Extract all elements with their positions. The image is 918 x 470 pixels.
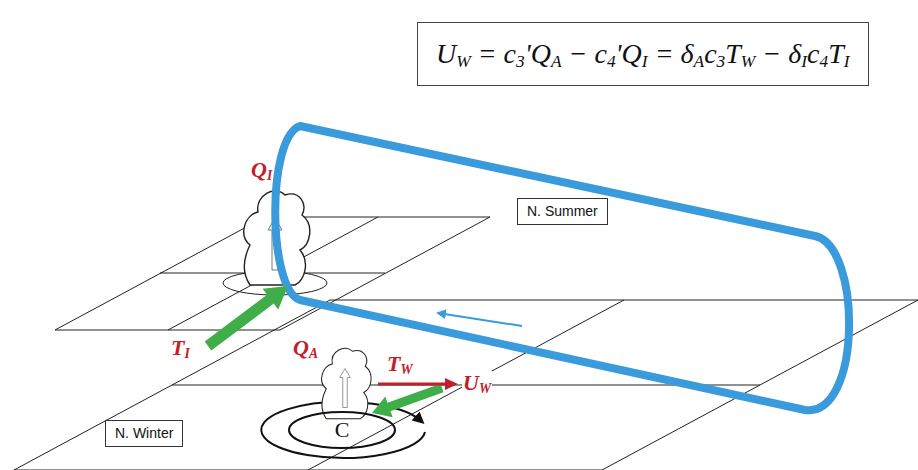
- text-run: =: [648, 38, 681, 69]
- text-run: Q: [293, 335, 309, 360]
- subscript: A: [309, 346, 318, 361]
- text-run: δ: [681, 38, 694, 69]
- text-run: −: [755, 38, 788, 69]
- variable-label: UW: [462, 371, 492, 395]
- text-run: =: [471, 38, 504, 69]
- inflow-arrow: [372, 384, 444, 418]
- subscript: I: [267, 168, 272, 183]
- subscript: A: [551, 52, 562, 71]
- node-text: N. Summer: [527, 203, 598, 220]
- subscript: I: [801, 52, 807, 71]
- text-run: Q: [622, 38, 642, 69]
- subscript: W: [741, 52, 755, 71]
- subscript: I: [184, 346, 189, 361]
- text-run: T: [387, 351, 400, 376]
- subscript: A: [694, 52, 705, 71]
- subscript: 3: [717, 52, 726, 71]
- text-run: C: [335, 417, 350, 442]
- subscript: 4: [607, 52, 616, 71]
- variable-label: TI: [170, 336, 191, 360]
- text-run: ': [525, 38, 531, 69]
- flow-arrow: [438, 313, 522, 326]
- text-run: c: [504, 38, 516, 69]
- text-run: c: [807, 38, 819, 69]
- variable-label: TW: [386, 352, 414, 376]
- circulation-center: C: [287, 410, 397, 450]
- wind-arrow: [378, 378, 458, 390]
- text-run: T: [725, 38, 741, 69]
- subscript: W: [479, 381, 491, 396]
- season-box: N. Summer: [517, 198, 608, 225]
- winter-plane: [14, 300, 918, 470]
- text-run: c: [594, 38, 606, 69]
- text-run: U: [463, 370, 479, 395]
- subscript: I: [844, 52, 850, 71]
- text-run: U: [436, 38, 456, 69]
- equation-box: UW = c3'QA − c4'QI = δAc3TW − δIc4TI: [417, 22, 869, 86]
- plane-outline: [14, 300, 918, 470]
- subscript: 4: [819, 52, 828, 71]
- grid-line: [308, 300, 624, 470]
- subscript: 3: [516, 52, 525, 71]
- subscript: W: [400, 362, 412, 377]
- node-text: C: [335, 419, 350, 441]
- text-run: N. Summer: [527, 203, 598, 219]
- variable-label: QA: [292, 336, 319, 360]
- variable-label: QI: [250, 158, 273, 182]
- text-run: ': [616, 38, 622, 69]
- subscript: I: [642, 52, 648, 71]
- text-run: Q: [531, 38, 551, 69]
- text-run: δ: [788, 38, 801, 69]
- inflow-arrow: [205, 286, 288, 350]
- updraft-arrow: [340, 369, 351, 408]
- text-run: N. Winter: [115, 425, 173, 441]
- text-run: c: [704, 38, 716, 69]
- text-run: T: [171, 335, 184, 360]
- cloud-outline: [322, 348, 371, 418]
- text-run: −: [562, 38, 595, 69]
- subscript: W: [456, 52, 470, 71]
- text-run: T: [828, 38, 844, 69]
- ellipse-shape: [289, 412, 395, 448]
- text-run: Q: [251, 157, 267, 182]
- circulation-ribbon: [275, 126, 849, 410]
- node-text: UW = c3'QA − c4'QI = δAc3TW − δIc4TI: [436, 37, 850, 71]
- cloud-symbol: [322, 348, 371, 418]
- season-box: N. Winter: [105, 420, 183, 447]
- node-text: N. Winter: [115, 425, 173, 442]
